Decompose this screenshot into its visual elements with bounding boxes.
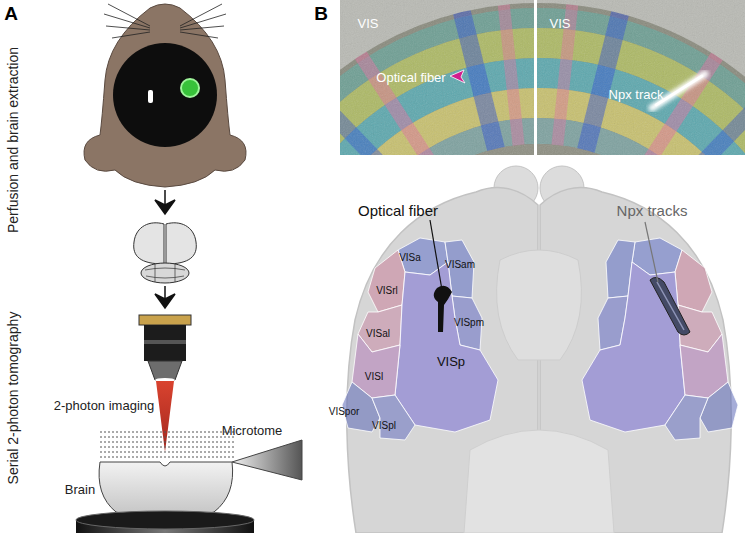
region-label: VIS	[550, 17, 571, 31]
histology-noise	[340, 0, 745, 155]
annotation-label: Optical fiber	[358, 203, 438, 220]
histology-image	[340, 0, 745, 155]
area-label: VISl	[365, 371, 383, 382]
midbrain-outline	[464, 430, 614, 533]
part-name: Brain	[65, 483, 95, 497]
brain-block	[99, 462, 233, 516]
area-label: VISa	[399, 252, 421, 263]
mouse-head	[84, 4, 246, 187]
objective-ring	[139, 315, 191, 325]
left-visual-areas	[342, 238, 498, 440]
objective-tip	[148, 361, 182, 380]
area-label: VISpm	[454, 317, 484, 328]
flow-arrow	[155, 286, 175, 308]
region-label: VIS	[358, 17, 379, 31]
image-divider	[534, 0, 537, 155]
fiber-site	[181, 79, 199, 97]
npx-tracks-3d	[657, 282, 684, 330]
probe-site	[148, 90, 153, 103]
area-label: VISpl	[372, 420, 396, 431]
flow-arrow	[155, 190, 175, 214]
whiskers	[104, 4, 226, 38]
npx-tracks-3d	[650, 277, 690, 335]
area-label: VISpor	[329, 406, 360, 417]
area-label: VISam	[445, 259, 475, 270]
histology-background	[340, 0, 745, 155]
part-name: Microtome	[222, 424, 283, 438]
leader-line	[645, 222, 658, 282]
annotation-label: Npx tracks	[617, 203, 688, 220]
fiber-track-3d	[434, 286, 452, 332]
panel-letter: B	[314, 4, 328, 25]
right-visual-areas	[582, 238, 738, 440]
area-label: VISp	[437, 355, 465, 369]
microtome-blade	[232, 440, 302, 480]
annotation-label: Optical fiber	[376, 71, 445, 85]
outside-tissue	[340, 0, 745, 155]
panel-letter: A	[4, 4, 18, 25]
cerebellum	[141, 263, 189, 283]
area-label: VISrl	[376, 285, 398, 296]
section-label: Serial 2-photon tomography	[6, 312, 21, 485]
extracted-brain	[134, 223, 197, 283]
area-label: VISal	[366, 328, 390, 339]
part-name: 2-photon imaging	[54, 399, 154, 413]
section-planes	[100, 432, 235, 457]
objective-band	[144, 340, 186, 344]
cerebellum-folds	[145, 264, 185, 282]
left-hemisphere	[134, 223, 164, 264]
inner-structure	[497, 250, 582, 360]
laser-beam	[156, 381, 174, 452]
stage-platform	[76, 511, 254, 529]
mouse-head-outline	[84, 4, 246, 187]
head-cap	[113, 43, 217, 147]
section-label: Perfusion and brain extraction	[6, 47, 21, 233]
objective-lens	[139, 315, 191, 382]
leader-line	[430, 220, 442, 290]
right-hemisphere	[166, 223, 196, 264]
annotation-label: Npx track	[609, 88, 664, 102]
objective-body	[144, 325, 186, 361]
fiber-arrowhead	[450, 70, 465, 83]
